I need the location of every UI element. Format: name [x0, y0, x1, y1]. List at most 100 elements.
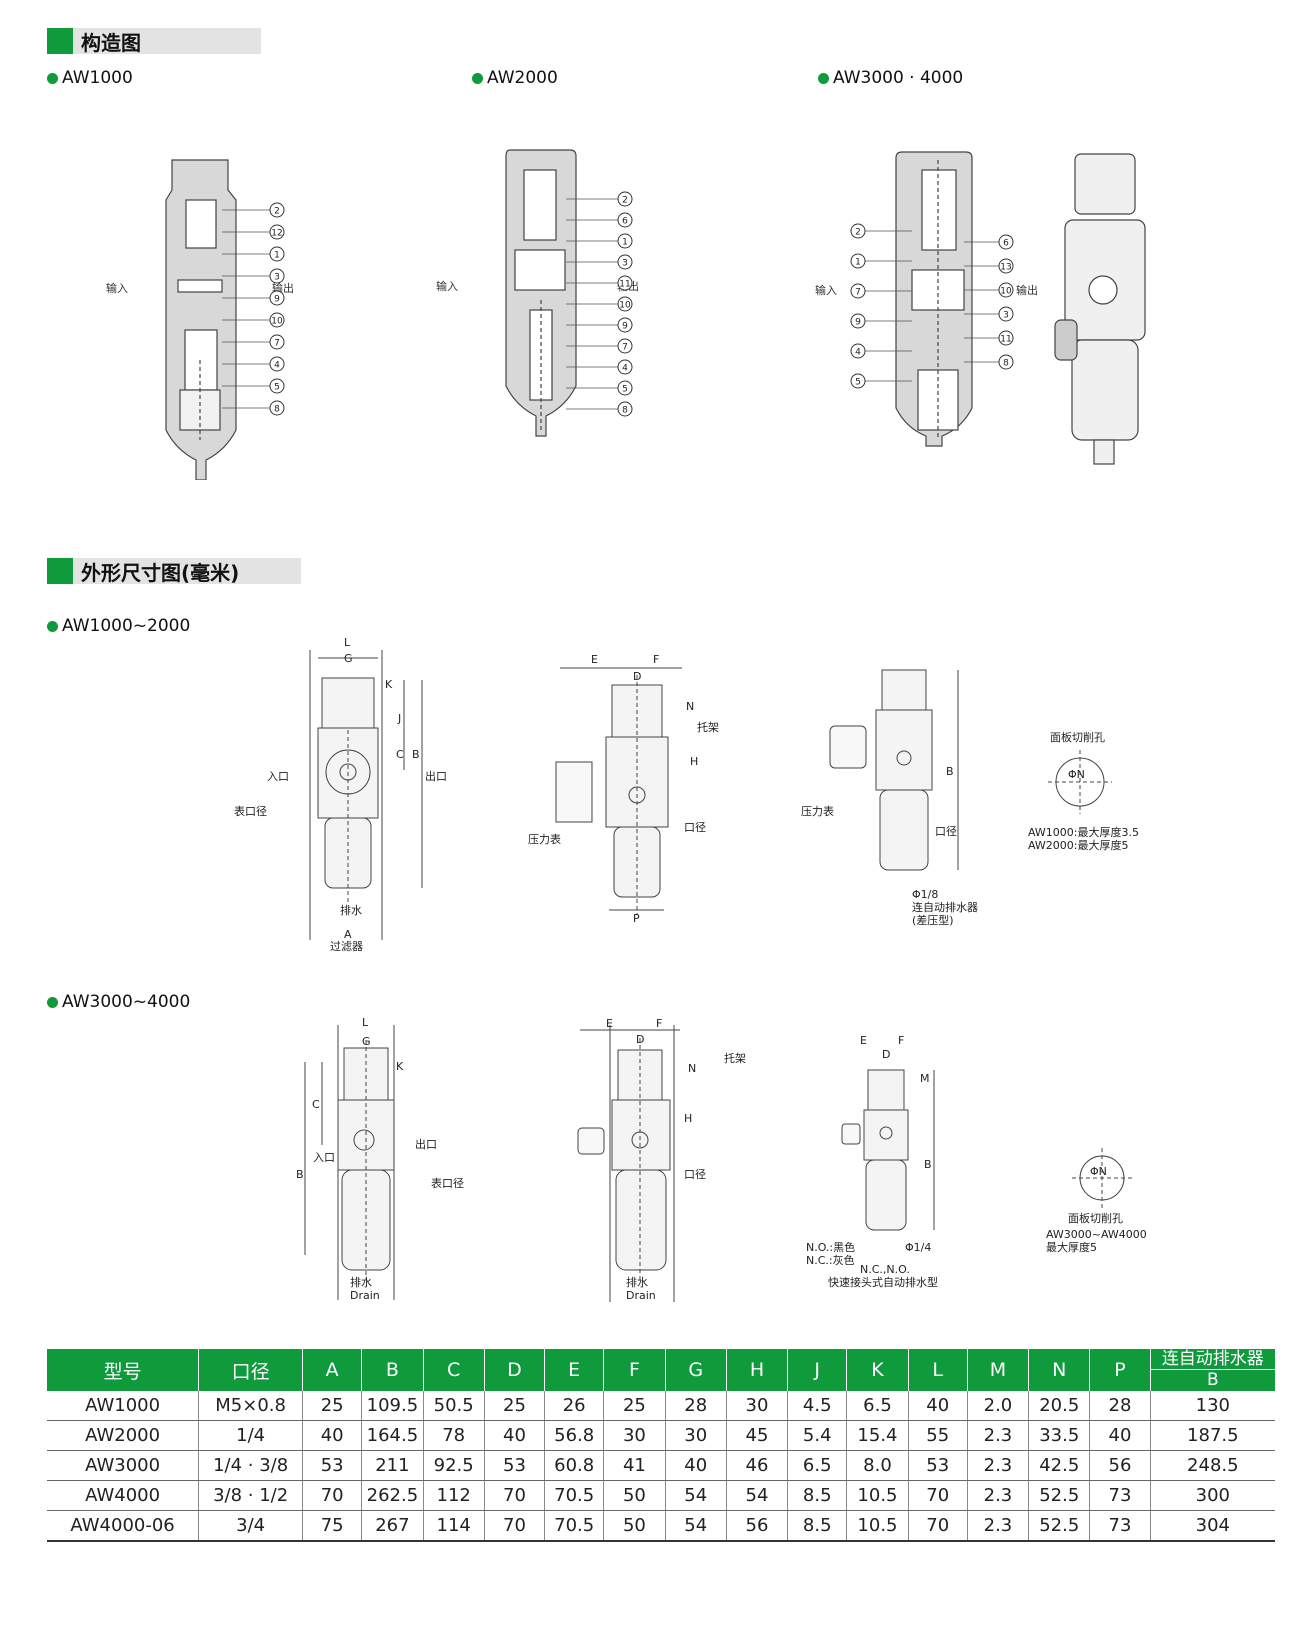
- label-gauge: 压力表: [528, 832, 561, 846]
- value-cell: 70: [908, 1510, 968, 1542]
- label-ncno: N.C.,N.O.: [860, 1263, 910, 1276]
- label-outlet: 出口: [425, 769, 447, 783]
- callout-circle: [617, 338, 633, 354]
- callout-number: 1: [274, 251, 280, 261]
- value-cell: 75: [302, 1510, 363, 1542]
- value-cell: 50: [603, 1480, 666, 1511]
- dim-letter-F-2: F: [656, 1017, 662, 1030]
- callout-number: 8: [1003, 359, 1009, 369]
- callout-circle: [617, 401, 633, 417]
- col-header: H: [726, 1349, 789, 1391]
- callout-number: 3: [622, 259, 628, 269]
- callout-circle: [269, 224, 285, 240]
- dim-letter-G-2: G: [362, 1035, 371, 1048]
- value-cell: 130: [1150, 1391, 1275, 1421]
- value-cell: 6.5: [787, 1450, 848, 1481]
- value-cell: 40: [908, 1391, 968, 1421]
- structure-diagrams: 输入 输出 输入 输出 输入 输出 2121391074582613111097…: [106, 149, 1146, 480]
- dim-letter-A: A: [344, 928, 352, 941]
- callout-number: 13: [1000, 263, 1011, 273]
- dim-letter-H-2: H: [684, 1112, 692, 1125]
- value-cell: 70: [302, 1480, 363, 1511]
- callout-number: 6: [1003, 239, 1009, 249]
- value-cell: 78: [423, 1420, 485, 1451]
- callout-circle: [269, 312, 285, 328]
- value-cell: 25: [484, 1391, 546, 1421]
- callout-number: 9: [855, 318, 861, 328]
- label-drain-2: 排水: [350, 1275, 372, 1289]
- value-cell: 25: [603, 1391, 666, 1421]
- label-quick-drain: 快速接头式自动排水型: [828, 1275, 938, 1289]
- value-cell: 54: [665, 1510, 727, 1542]
- section-marker: [47, 558, 73, 584]
- dim-side-view-small: [555, 667, 682, 915]
- col-header: G: [665, 1349, 727, 1391]
- value-cell: 262.5: [361, 1480, 424, 1511]
- dim-gauge-view-large: [841, 1069, 1132, 1231]
- model-label-aw3000-4000: AW3000 · 4000: [818, 68, 963, 88]
- label-aw1000-panel: AW1000:最大厚度3.5: [1028, 825, 1139, 839]
- value-cell: 8.0: [846, 1450, 909, 1481]
- value-cell: 304: [1150, 1510, 1275, 1542]
- section-title: 外形尺寸图(毫米): [73, 558, 301, 585]
- dim-front-view-large: [304, 1025, 395, 1300]
- value-cell: 28: [1089, 1391, 1151, 1421]
- label-drain-en-2: Drain: [350, 1289, 380, 1302]
- callout-circle: [269, 202, 285, 218]
- label-autodrain-type: (差压型): [912, 913, 954, 927]
- col-header: N: [1028, 1349, 1091, 1391]
- callout-circle: [850, 313, 866, 329]
- value-cell: 53: [484, 1450, 546, 1481]
- value-cell: 70.5: [544, 1510, 605, 1542]
- col-header-autodrain: 连自动排水器 B: [1150, 1349, 1275, 1391]
- callout-number: 1: [622, 238, 628, 248]
- value-cell: 60.8: [544, 1450, 605, 1481]
- label-panel-hole: 面板切削孔: [1050, 730, 1105, 744]
- value-cell: 46: [726, 1450, 789, 1481]
- value-cell: 54: [726, 1480, 789, 1511]
- value-cell: 70: [484, 1510, 546, 1542]
- dim-letter-D: D: [633, 670, 641, 683]
- value-cell: 15.4: [846, 1420, 909, 1451]
- callout-number: 9: [622, 322, 628, 332]
- callout-circle: [617, 233, 633, 249]
- value-cell: 4.5: [787, 1391, 848, 1421]
- callout-number: 7: [855, 288, 861, 298]
- callout-circle: [998, 282, 1014, 298]
- label-autodrain: 连自动排水器: [912, 900, 978, 914]
- callout-number: 3: [1003, 311, 1009, 321]
- value-cell: 56: [726, 1510, 789, 1542]
- dim-letter-K-2: K: [396, 1060, 404, 1073]
- dim-letter-F: F: [653, 653, 659, 666]
- callout-circle: [850, 373, 866, 389]
- value-cell: 70.5: [544, 1480, 605, 1511]
- label-gauge-port-2: 表口径: [431, 1176, 464, 1190]
- col-header: K: [846, 1349, 909, 1391]
- callout-number: 6: [622, 217, 628, 227]
- value-cell: 1/4 · 3/8: [198, 1450, 304, 1481]
- value-cell: 2.3: [967, 1420, 1030, 1451]
- value-cell: 45: [726, 1420, 789, 1451]
- callout-circle: [269, 356, 285, 372]
- value-cell: 164.5: [361, 1420, 424, 1451]
- dim-letter-C-2: C: [312, 1098, 320, 1111]
- value-cell: 30: [603, 1420, 666, 1451]
- value-cell: 267: [361, 1510, 424, 1542]
- value-cell: 30: [665, 1420, 727, 1451]
- label-inlet: 入口: [267, 770, 289, 783]
- dim-gauge-view-small: [829, 669, 1112, 871]
- callout-number: 4: [855, 348, 861, 358]
- value-cell: 53: [908, 1450, 968, 1481]
- model-cell: AW3000: [47, 1450, 200, 1481]
- value-cell: 50: [603, 1510, 666, 1542]
- callout-circle: [850, 283, 866, 299]
- col-header: L: [908, 1349, 968, 1391]
- value-cell: 50.5: [423, 1391, 485, 1421]
- callout-circle: [617, 380, 633, 396]
- section-title: 构造图: [73, 28, 261, 55]
- value-cell: 70: [908, 1480, 968, 1511]
- col-header: 型号: [47, 1349, 200, 1391]
- label-inlet-2: 入口: [313, 1151, 335, 1164]
